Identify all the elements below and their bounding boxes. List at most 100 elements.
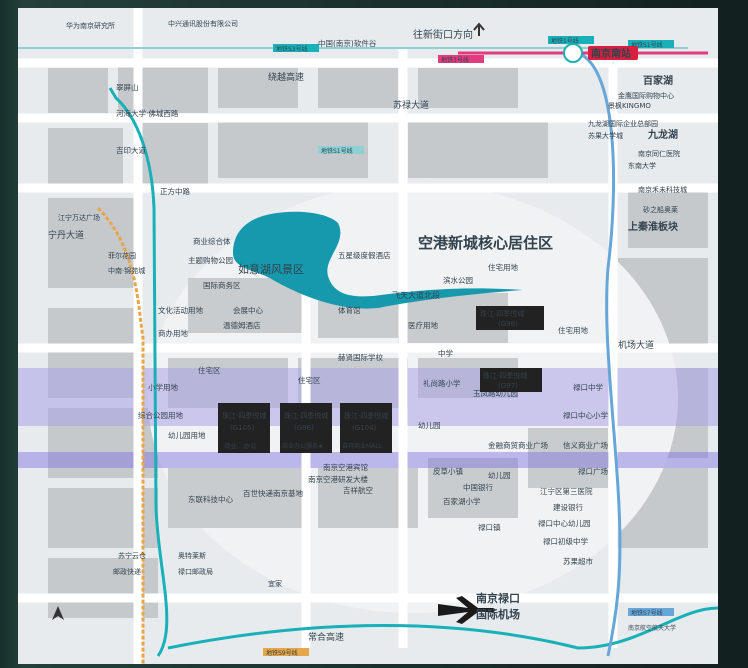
project-name: 珠江·四季悦城 (483, 371, 527, 380)
lake-label: 如意湖风景区 (238, 262, 304, 276)
project-tag: 商业办公服务★ (282, 442, 323, 450)
lm-top-5: 吉印大道 (116, 145, 146, 155)
map-board: 地铁S3号线 地铁1号线 地铁S1号线 地铁S1号线 地铁3号线 地铁S7号线 … (18, 8, 718, 664)
lm-mid-19: 玉凤路幼儿园 (473, 388, 518, 398)
line-tags: 地铁S3号线 地铁1号线 地铁S1号线 地铁S1号线 地铁3号线 地铁S7号线 … (263, 36, 674, 657)
lm-mid-33: 中国银行 (463, 482, 493, 492)
lm-mid-45: 邮政快递 (113, 567, 141, 576)
lm-top-19: 南京禾未科技城 (638, 185, 687, 194)
airport: 南京禄口 国际机场 (438, 591, 520, 624)
airport-name-2: 国际机场 (476, 607, 520, 621)
lm-top-7: 江宁万达广场 (58, 213, 100, 222)
lm-top-2: 华为南京研究所 (66, 21, 115, 30)
lm-top-3: 翠屏山 (116, 82, 139, 92)
lm-mid-37: 百家湖小学 (443, 496, 481, 506)
lm-mid-40: 禄口初级中学 (543, 536, 588, 546)
lm-mid-34: 幼儿园 (488, 470, 511, 480)
lm-top-13: 景枫KINGMO (608, 101, 651, 110)
lm-mid-0: 商业综合体 (193, 236, 231, 246)
lm-mid-46: 禄口邮政局 (178, 567, 213, 576)
lm-mid-20: 禄口中学 (573, 382, 603, 392)
line-tag-7: 地铁S9号线 (266, 649, 298, 657)
mid-landmarks: 商业综合体 主题购物公园 国际商务区 五星级度假酒店 住宅用地 滨水公园 文化活… (113, 236, 676, 632)
line-tag-5: 地铁3号线 (441, 56, 469, 64)
lm-mid-4: 住宅用地 (488, 262, 518, 272)
project-code: (G105) (230, 424, 255, 432)
road-h1: 绕越高速 (268, 71, 304, 83)
south-station: 南京南站 (563, 43, 638, 63)
lake-shape (233, 211, 523, 309)
line-s7 (577, 51, 622, 657)
lm-mid-27: 南京空港宾馆 (323, 462, 368, 472)
line-tag-4: 地铁S1号线 (321, 147, 353, 155)
project-g98[interactable]: 珠江·四季悦城 (G98) (476, 306, 544, 330)
lm-mid-42: 苏果超市 (563, 556, 593, 566)
lm-mid-18: 礼尚路小学 (423, 378, 461, 388)
lm-mid-7: 会展中心 (233, 305, 263, 315)
project-code: (G98) (498, 320, 518, 328)
lm-mid-23: 禄口中心小学 (563, 410, 608, 420)
lm-top-20: 砂之船奥莱 (643, 205, 678, 214)
lm-mid-5: 滨水公园 (443, 275, 473, 285)
line-airport (96, 206, 145, 664)
lm-mid-43: 苏宁云仓 (118, 551, 146, 560)
project-code: (G97) (498, 382, 518, 390)
lm-mid-26: 信义商业广场 (563, 440, 608, 450)
project-g104[interactable]: 珠江·四季悦城 (G104) 自持商业MALL (340, 403, 392, 453)
lm-mid-16: 住宅区 (298, 375, 321, 385)
project-boxes: 珠江·四季悦城 (G105) 商业、办公 珠江·四季悦城 (G96) 商业办公服… (218, 306, 544, 453)
line-tag-1: 地铁S3号线 (276, 45, 308, 53)
road-v1: 宁丹大道 (48, 229, 84, 241)
line-tag-2: 地铁1号线 (551, 37, 579, 45)
lm-mid-30: 禄口广场 (578, 466, 608, 476)
lm-top-6: 正方中路 (160, 186, 190, 196)
lm-mid-32: 吉祥航空 (343, 485, 373, 495)
lm-top-11: 百家湖 (643, 74, 673, 87)
project-name: 珠江·四季悦城 (480, 309, 524, 318)
lm-mid-24: 幼儿园 (418, 420, 441, 430)
lm-top-21: 上秦淮板块 (628, 220, 679, 233)
road-v3: 飞天大道北段 (392, 290, 440, 300)
purple-band-2 (18, 452, 718, 468)
lm-mid-11: 商办用地 (158, 328, 188, 338)
lm-top-18: 东南大学 (628, 161, 656, 170)
lm-top-16: 九龙湖 (647, 128, 678, 141)
top-landmarks: 中国(南京)软件谷 中兴通讯股份有限公司 华为南京研究所 翠屏山 河海大学·佛城… (58, 19, 687, 275)
lm-top-0: 中国(南京)软件谷 (318, 38, 377, 48)
lm-mid-29: 皮草小镇 (433, 466, 463, 476)
area-title: 空港新城核心居住区 (418, 234, 553, 252)
lm-mid-48: 南京航空航天大学 (628, 624, 676, 632)
project-tag: 自持商业MALL (342, 442, 383, 450)
lm-mid-44: 奥特莱斯 (178, 551, 206, 560)
road-v4: 机场大道 (618, 339, 654, 351)
lm-mid-6: 文化活动用地 (158, 305, 203, 315)
lm-top-12: 金鹰国际购物中心 (618, 91, 674, 100)
project-g97[interactable]: 珠江·四季悦城 (G97) (480, 368, 542, 392)
lm-top-15: 苏果大学城 (588, 131, 623, 140)
south-station-badge (588, 46, 638, 60)
lm-mid-15: 住宅区 (198, 365, 221, 375)
lm-mid-21: 综合公园用地 (138, 410, 183, 420)
lm-mid-13: 中学 (438, 348, 453, 358)
lm-mid-25: 金融商贸商业广场 (488, 440, 548, 450)
lm-top-17: 南京同仁医院 (638, 149, 680, 158)
project-name: 珠江·四季悦城 (222, 411, 266, 420)
line-s1 (108, 87, 169, 657)
lm-mid-38: 建设银行 (553, 502, 583, 512)
airplane-icon (438, 596, 496, 624)
line-s1-south (167, 606, 718, 650)
lm-mid-22: 幼儿园用地 (168, 430, 206, 440)
lm-mid-1: 主题购物公园 (188, 255, 233, 265)
lm-mid-14: 住宅用地 (558, 325, 588, 335)
road-labels: 宁丹大道 苏禄大道 飞天大道北段 机场大道 绕越高速 常合高速 (48, 71, 654, 643)
project-code: (G96) (294, 424, 314, 432)
lm-mid-36: 江宁区第三医院 (540, 486, 593, 496)
roads (18, 8, 718, 664)
road-h2: 常合高速 (308, 631, 344, 643)
project-g105[interactable]: 珠江·四季悦城 (G105) 商业、办公 (218, 403, 270, 453)
project-g96[interactable]: 珠江·四季悦城 (G96) 商业办公服务★ (280, 403, 332, 453)
lm-mid-28: 南京空港研发大楼 (308, 474, 368, 484)
lm-mid-9: 温德姆酒店 (223, 320, 261, 330)
lm-mid-17: 小学用地 (148, 382, 178, 392)
lm-mid-3: 五星级度假酒店 (338, 250, 391, 260)
